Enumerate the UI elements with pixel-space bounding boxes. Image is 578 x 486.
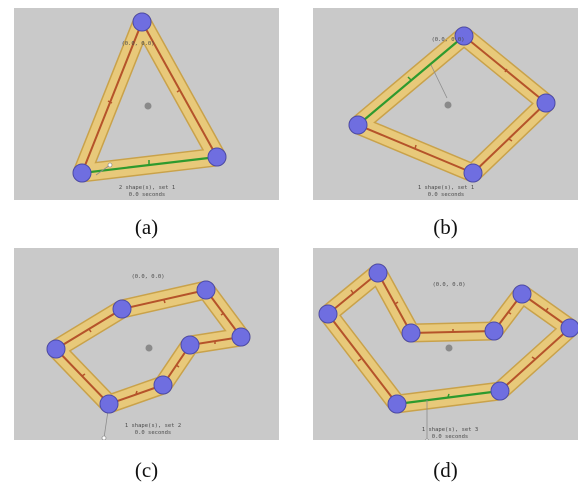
coord-label: (0.0, 0.0) [131, 274, 164, 280]
status-line-1: 1 shape(s), set 1 [418, 185, 474, 191]
panel-b: (0.0, 0.0) 1 shape(s), set 1 0.0 seconds [313, 8, 578, 200]
status-line-2: 0.0 seconds [129, 192, 165, 198]
link-chain [55, 288, 243, 406]
center-marker [145, 344, 153, 352]
panel-a: (0.0, 0.0) 2 shape(s), set 1 0.0 seconds [14, 8, 279, 200]
handle-dot [101, 435, 107, 440]
coord-label: (0.0, 0.0) [431, 37, 464, 43]
panel-c-canvas: (0.0, 0.0) 1 shape(s), set 2 0.0 seconds [46, 274, 251, 440]
active-link [396, 389, 501, 406]
caption-d: (d) [433, 458, 458, 482]
caption-c: (c) [134, 458, 159, 482]
center-marker [445, 344, 453, 352]
panel-b-canvas: (0.0, 0.0) 1 shape(s), set 1 0.0 seconds [348, 26, 556, 198]
panel-d: (0.0, 0.0) 1 shape(s), set 3 0.0 seconds [313, 248, 578, 440]
status-line-2: 0.0 seconds [432, 434, 468, 440]
caption-b: (b) [433, 215, 458, 239]
handle-dot [424, 438, 430, 440]
status-line-1: 2 shape(s), set 1 [119, 185, 175, 191]
panel-d-canvas: (0.0, 0.0) 1 shape(s), set 3 0.0 seconds [318, 263, 578, 440]
status-line-1: 1 shape(s), set 2 [125, 423, 181, 429]
caption-a: (a) [134, 215, 159, 239]
joint-markers [72, 12, 227, 183]
panel-c: (0.0, 0.0) 1 shape(s), set 2 0.0 seconds [14, 248, 279, 440]
link-band [348, 26, 556, 183]
coord-label: (0.0, 0.0) [432, 282, 465, 288]
joint-markers [46, 280, 251, 414]
joint-markers [318, 263, 578, 414]
status-line-2: 0.0 seconds [135, 430, 171, 436]
status-line-2: 0.0 seconds [428, 192, 464, 198]
status-line-1: 1 shape(s), set 3 [422, 427, 478, 433]
handle-dot [107, 162, 113, 168]
center-marker [444, 101, 452, 109]
center-marker [144, 102, 152, 110]
link-chain [81, 21, 218, 175]
link-chain [357, 35, 547, 174]
active-link [357, 35, 465, 126]
panel-a-canvas: (0.0, 0.0) 2 shape(s), set 1 0.0 seconds [72, 12, 227, 198]
coord-label: (0.0, 0.0) [121, 41, 154, 47]
link-band [318, 263, 578, 414]
joint-markers [348, 26, 556, 183]
link-chain [326, 271, 572, 406]
